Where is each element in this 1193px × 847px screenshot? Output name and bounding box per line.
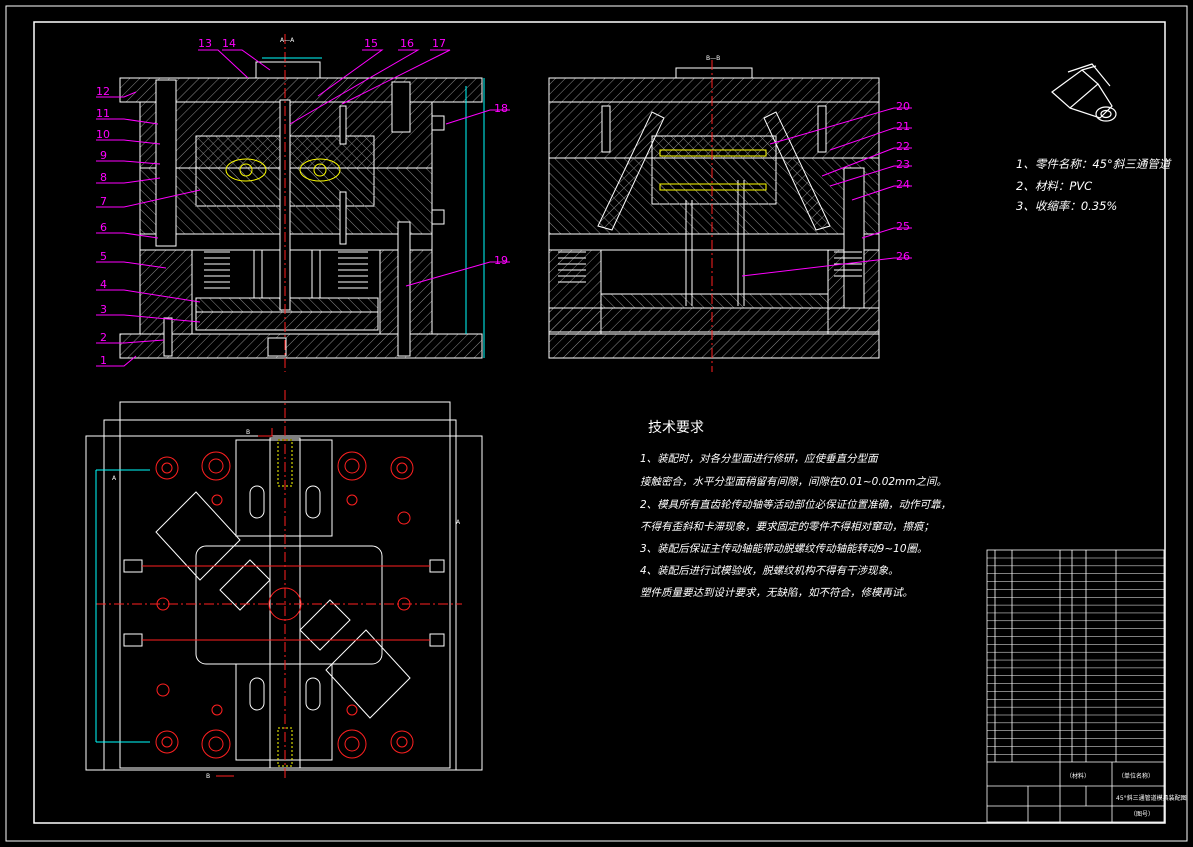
- title-block-unit: （单位名称）: [1118, 772, 1154, 780]
- balloon-9: 9: [100, 149, 107, 162]
- section-a-a-view: [119, 34, 485, 372]
- section-marker-b-bottom: B: [206, 773, 210, 780]
- section-label-b-b: B—B: [706, 55, 720, 62]
- part-info-name: 1、零件名称：45°斜三通管道: [1016, 157, 1171, 171]
- parts-list-rows: [987, 557, 1164, 755]
- plan-view: [85, 390, 483, 780]
- balloon-7: 7: [100, 195, 107, 208]
- balloon-14: 14: [222, 37, 236, 50]
- tech-line-3: 2、模具所有直齿轮传动轴等活动部位必保证位置准确，动作可靠，: [640, 499, 952, 511]
- balloon-22: 22: [896, 140, 910, 153]
- parts-list-table: [986, 549, 1165, 823]
- title-block-drawing-no: （图号）: [1130, 811, 1154, 818]
- balloon-12: 12: [96, 85, 110, 98]
- tee-pipe-part-sketch: [1051, 63, 1117, 122]
- balloon-8: 8: [100, 171, 107, 184]
- title-block: [987, 761, 1164, 822]
- balloon-24: 24: [896, 178, 910, 191]
- balloon-leaders: [96, 49, 912, 367]
- balloon-15: 15: [364, 37, 378, 50]
- tech-line-4: 不得有歪斜和卡滞现象，要求固定的零件不得相对窜动，擦痕；: [640, 521, 934, 533]
- section-marker-a-left: A: [112, 475, 117, 482]
- balloon-13: 13: [198, 37, 212, 50]
- balloon-6: 6: [100, 221, 107, 234]
- section-label-a-a: A—A: [280, 37, 295, 44]
- balloon-1: 1: [100, 354, 107, 367]
- tech-line-5: 3、装配后保证主传动轴能带动脱螺纹传动轴能转动9~10圈。: [640, 543, 928, 555]
- balloon-4: 4: [100, 278, 107, 291]
- section-b-b-view: [548, 60, 880, 372]
- balloon-10: 10: [96, 128, 110, 141]
- section-marker-a-right: A: [456, 519, 461, 526]
- balloon-5: 5: [100, 250, 107, 263]
- balloon-18: 18: [494, 102, 508, 115]
- balloon-25: 25: [896, 220, 910, 233]
- tech-line-7: 塑件质量要达到设计要求，无缺陷，如不符合，修模再试。: [640, 587, 913, 599]
- balloon-20: 20: [896, 100, 910, 113]
- balloon-3: 3: [100, 303, 107, 316]
- balloon-26: 26: [896, 250, 910, 263]
- title-block-drawing-name: 45°斜三通管道模具装配图: [1116, 794, 1187, 802]
- balloon-16: 16: [400, 37, 414, 50]
- part-info-shrinkage: 3、收缩率：0.35%: [1016, 199, 1118, 213]
- section-marker-b-top: B: [246, 429, 250, 436]
- tech-line-1: 1、装配时，对各分型面进行修研，应使垂直分型面: [640, 453, 878, 465]
- tech-line-6: 4、装配后进行试模验收，脱螺纹机构不得有干涉现象。: [640, 565, 899, 577]
- balloon-11: 11: [96, 107, 110, 120]
- balloon-19: 19: [494, 254, 508, 267]
- drawing-frame: [5, 5, 1188, 842]
- balloon-17: 17: [432, 37, 446, 50]
- balloon-21: 21: [896, 120, 910, 133]
- tech-requirements-title: 技术要求: [648, 420, 704, 436]
- balloon-2: 2: [100, 331, 107, 344]
- tech-line-2: 接触密合，水平分型面稍留有间隙，间隙在0.01~0.02mm之间。: [640, 476, 948, 488]
- balloon-23: 23: [896, 158, 910, 171]
- title-block-material: （材料）: [1066, 772, 1090, 780]
- part-info-material: 2、材料：PVC: [1016, 179, 1093, 193]
